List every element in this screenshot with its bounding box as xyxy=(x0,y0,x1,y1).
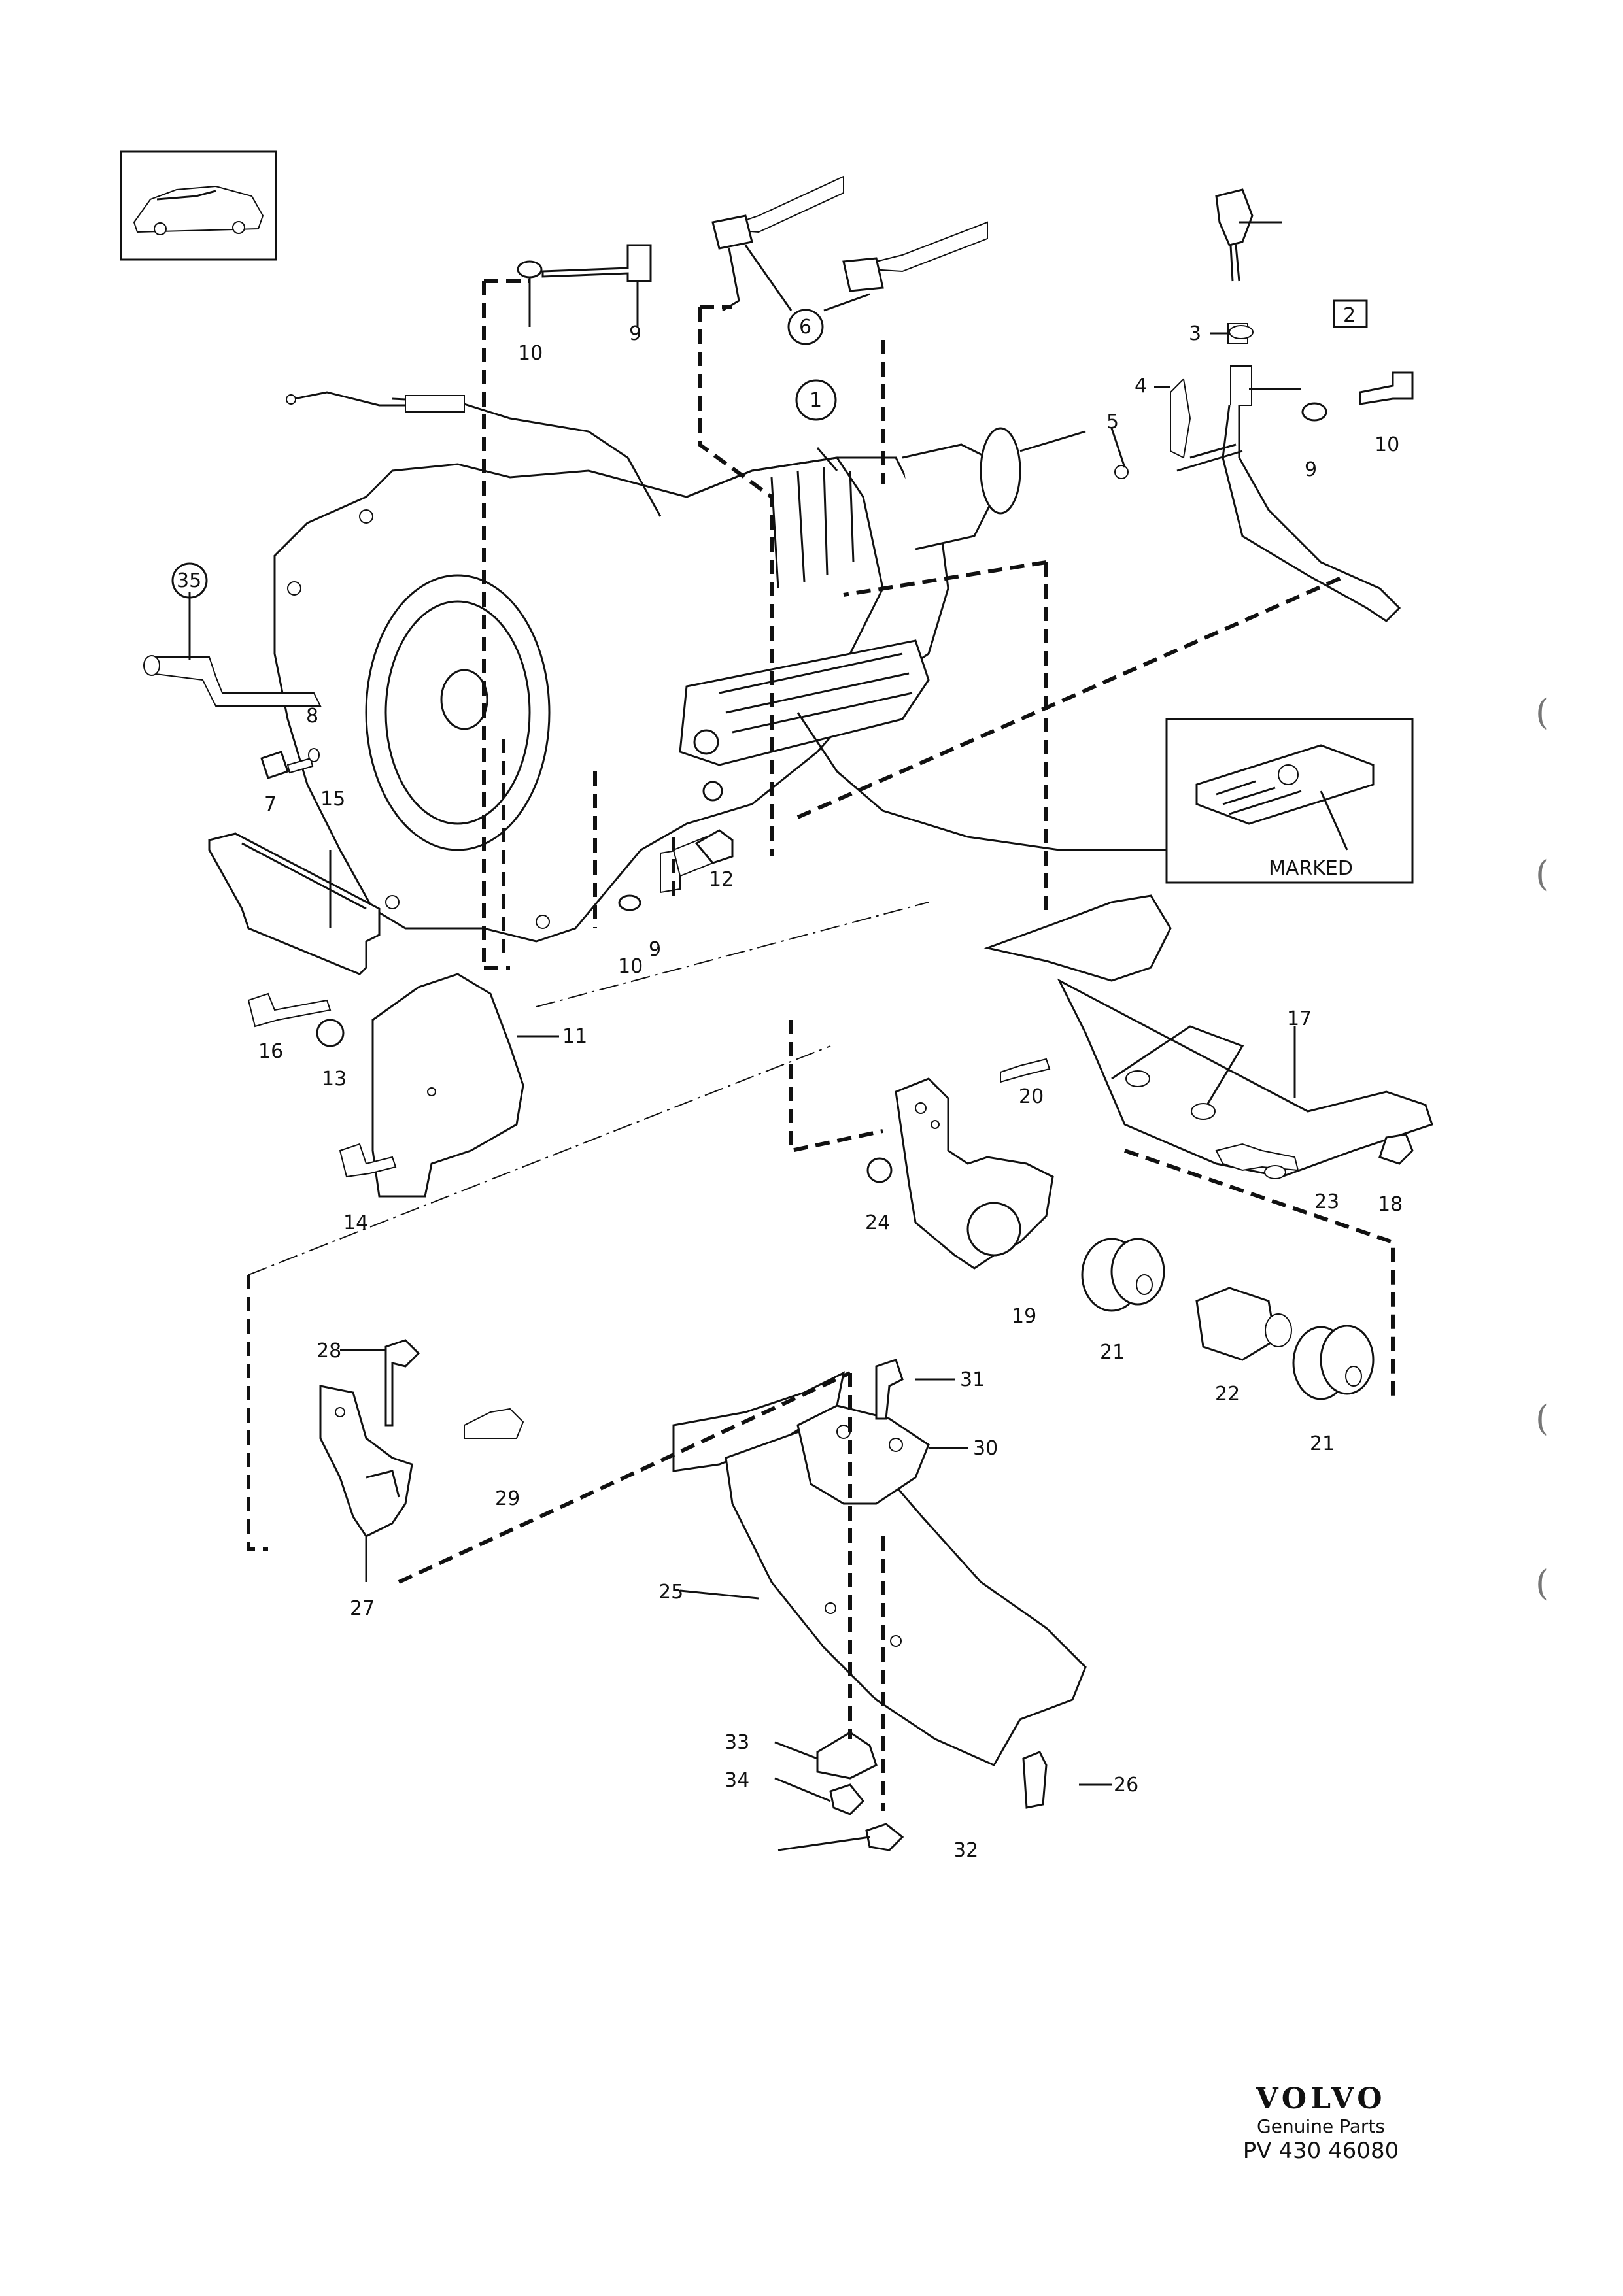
callout-20: 20 xyxy=(1019,1085,1044,1108)
callout-21-left: 21 xyxy=(1100,1341,1125,1364)
callout-23: 23 xyxy=(1314,1190,1339,1213)
callout-8: 8 xyxy=(306,705,318,728)
callout-9-mid: 9 xyxy=(649,938,661,961)
callout-29: 29 xyxy=(495,1487,520,1510)
callout-16: 16 xyxy=(258,1040,283,1063)
document-code: PV 430 46080 xyxy=(1242,2138,1399,2164)
callout-7: 7 xyxy=(264,793,277,816)
callout-4: 4 xyxy=(1135,375,1147,397)
shift-rod-6 xyxy=(711,175,988,312)
cover-plate-15 xyxy=(208,832,381,975)
callout-33: 33 xyxy=(725,1731,749,1754)
filler-tube xyxy=(143,655,322,707)
brand-subtitle: Genuine Parts xyxy=(1257,2116,1385,2137)
mount-30 xyxy=(796,1404,930,1505)
spacer-22 xyxy=(1195,1287,1292,1361)
callout-10-top: 10 xyxy=(518,342,543,365)
callout-34: 34 xyxy=(725,1769,749,1792)
callout-11: 11 xyxy=(562,1025,587,1048)
kickdown-cable xyxy=(286,391,662,517)
bolt-7 xyxy=(260,748,320,779)
margin-mark: ( xyxy=(1535,1398,1550,1439)
callout-19: 19 xyxy=(1012,1305,1036,1328)
bushing-21-left xyxy=(1081,1238,1165,1312)
mount-bracket-19 xyxy=(895,1077,1054,1270)
output-flange xyxy=(902,427,1086,550)
callout-30: 30 xyxy=(973,1437,998,1460)
brand-logo: VOLVO xyxy=(1256,2082,1386,2116)
bushing-21-right xyxy=(1292,1325,1375,1400)
callout-22: 22 xyxy=(1215,1383,1240,1406)
heat-shield-11 xyxy=(371,973,524,1198)
callout-14: 14 xyxy=(343,1211,368,1234)
dipstick xyxy=(1176,188,1401,622)
callout-13: 13 xyxy=(322,1068,347,1090)
callout-5: 5 xyxy=(1106,411,1119,433)
transmission-housing xyxy=(273,456,949,943)
callout-12: 12 xyxy=(709,868,734,891)
crossmember-17 xyxy=(983,894,1433,1178)
callout-25: 25 xyxy=(658,1581,683,1604)
marked-detail-inset xyxy=(1165,718,1414,884)
margin-mark: ( xyxy=(1535,692,1550,733)
callout-27: 27 xyxy=(350,1597,375,1620)
callout-15: 15 xyxy=(320,788,345,811)
callout-32: 32 xyxy=(953,1839,978,1862)
bolt-9-right xyxy=(1301,371,1414,422)
callout-10-mid: 10 xyxy=(618,955,643,978)
callout-28: 28 xyxy=(316,1340,341,1362)
callout-3: 3 xyxy=(1189,322,1201,345)
bolt-9-top xyxy=(517,244,652,282)
margin-mark: ( xyxy=(1535,853,1550,894)
brand-footer: VOLVO Genuine Parts PV 430 46080 xyxy=(1236,2082,1406,2164)
part-number-labels: 1 2 3 4 5 6 7 8 9 9 9 10 10 10 11 12 13 … xyxy=(177,304,1403,1862)
callout-21-right: 21 xyxy=(1310,1432,1335,1455)
callout-9-right: 9 xyxy=(1305,458,1317,481)
alignment-lines xyxy=(247,279,1395,1811)
callout-1: 1 xyxy=(810,389,822,412)
bracket-27 xyxy=(319,1385,413,1538)
callout-26: 26 xyxy=(1114,1774,1138,1797)
callout-9-top: 9 xyxy=(629,322,641,345)
callout-6: 6 xyxy=(799,316,811,339)
marked-label: MARKED xyxy=(1269,857,1353,880)
callout-2: 2 xyxy=(1343,304,1356,327)
callout-18: 18 xyxy=(1378,1193,1403,1216)
callout-31: 31 xyxy=(960,1368,985,1391)
callout-35: 35 xyxy=(177,569,201,592)
vehicle-thumbnail xyxy=(120,150,277,261)
callout-17: 17 xyxy=(1287,1007,1312,1030)
callout-24: 24 xyxy=(865,1211,890,1234)
leader-lines xyxy=(188,332,1296,1851)
crossmember-25 xyxy=(672,1371,1087,1766)
margin-mark: ( xyxy=(1535,1562,1550,1604)
callout-10-right: 10 xyxy=(1375,433,1399,456)
